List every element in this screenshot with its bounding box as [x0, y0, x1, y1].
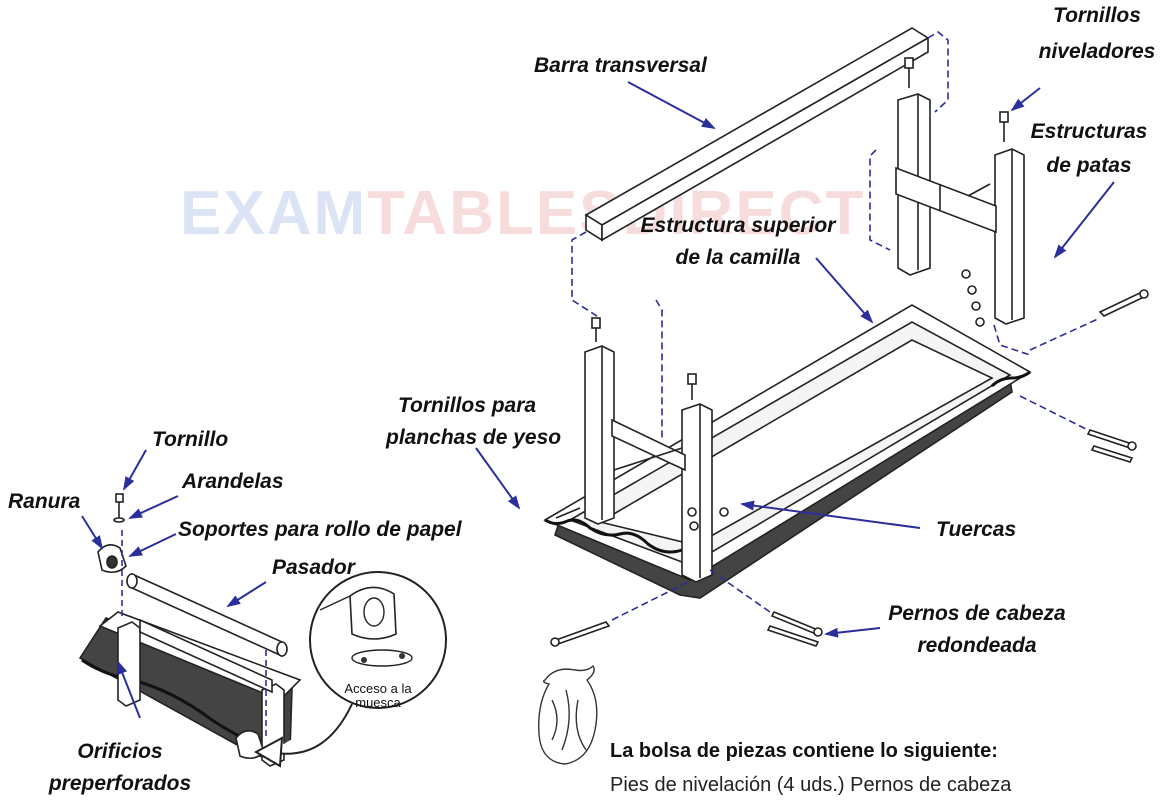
- carriage-bolts: [550, 289, 1149, 647]
- label-pernos-line1: Pernos de cabeza: [888, 602, 1066, 625]
- label-orificios-line2: preperforados: [48, 772, 192, 795]
- bag-contents-line: Pies de nivelación (4 uds.) Pernos de ca…: [610, 774, 1012, 796]
- label-tornillos-niveladores-line1: Tornillos: [1053, 4, 1141, 27]
- legs-left: [555, 299, 729, 583]
- label-pernos-line2: redondeada: [917, 634, 1037, 657]
- label-soportes-rollo-papel: Soportes para rollo de papel: [178, 518, 462, 541]
- bag-contents-title: La bolsa de piezas contiene lo siguiente…: [610, 740, 998, 762]
- detail-pointer-arrowhead: [253, 736, 284, 768]
- label-arandelas: Arandelas: [182, 470, 284, 493]
- label-tornillos-niveladores-line2: niveladores: [1038, 40, 1156, 63]
- label-barra-transversal: Barra transversal: [534, 54, 707, 77]
- table-top: [543, 304, 1032, 599]
- notch-detail-callout: [309, 571, 447, 709]
- crossbar: [571, 27, 949, 319]
- label-acceso-line1: Acceso a la: [344, 681, 412, 696]
- label-estructura-superior-line1: Estructura superior: [640, 214, 836, 237]
- label-estructuras-line1: Estructuras: [1030, 120, 1148, 143]
- label-estructura-superior-line2: de la camilla: [675, 246, 801, 269]
- label-estructuras-line2: de patas: [1046, 154, 1132, 177]
- watermark-part-1: EXAM: [180, 179, 368, 248]
- parts-bag-icon: [538, 664, 598, 765]
- detail-pointer-arrow: [269, 703, 353, 755]
- label-tornillos-yeso-line2: planchas de yeso: [386, 426, 562, 449]
- label-tuercas: Tuercas: [936, 518, 1017, 541]
- label-tornillo: Tornillo: [152, 428, 229, 451]
- label-acceso-line2: muesca: [355, 695, 401, 710]
- label-pasador: Pasador: [272, 556, 355, 579]
- label-tornillos-yeso-line1: Tornillos para: [398, 394, 537, 417]
- leg-frame-right: [869, 57, 1025, 327]
- leader-arrows: [81, 81, 1115, 719]
- label-orificios-line1: Orificios: [77, 740, 163, 763]
- label-ranura: Ranura: [8, 490, 81, 513]
- paper-roll-assembly: [78, 493, 302, 767]
